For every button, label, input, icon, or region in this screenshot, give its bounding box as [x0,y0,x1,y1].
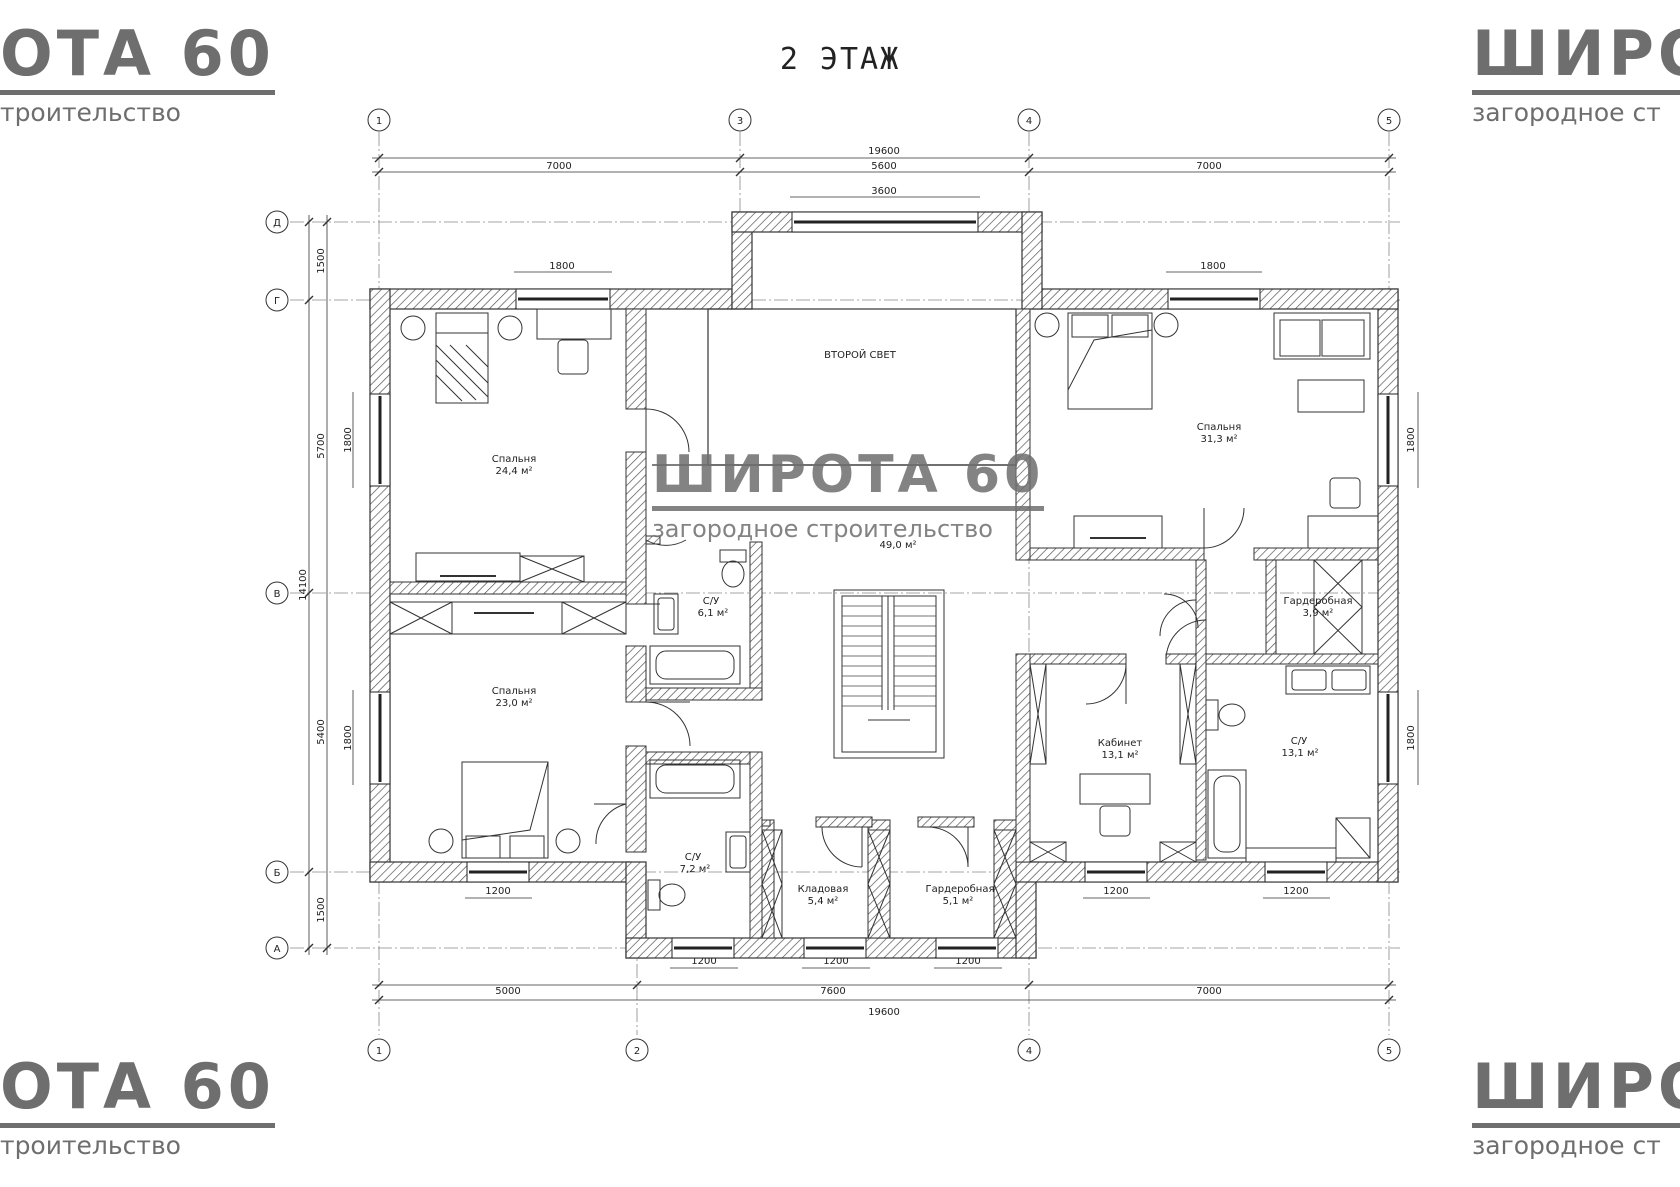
dim-label: 1200 [1283,886,1308,897]
watermark-brand: ШИРО [1472,1055,1680,1128]
void-outline [652,308,1017,466]
windows [369,211,1399,959]
axis-markers-bottom [367,1038,1401,1062]
dim-label: 1200 [691,956,716,967]
room-name: ВТОРОЙ СВЕТ [824,348,897,361]
watermark-center: ШИРОТА 60 загородное строительство [652,448,1045,547]
dim-label: 1800 [343,427,354,452]
doors [594,408,1245,868]
room-name: Гардеробная [926,884,995,895]
dim-label: 19600 [868,1007,900,1018]
room-area: 5,4 м² [808,896,839,907]
watermark-top-right: ШИРО загородное ст [1472,22,1680,131]
dim-label: 1500 [316,897,327,922]
room-area: 7,2 м² [680,864,711,875]
room-area: 24,4 м² [496,466,533,477]
axis-label-bottom: 5 [1386,1046,1392,1057]
room-area: 13,1 м² [1282,748,1319,759]
axis-label-top: 5 [1386,116,1392,127]
room-name: Спальня [492,686,537,697]
dim-label: 1200 [485,886,510,897]
watermark-bottom-right: ШИРО загородное ст [1472,1055,1680,1164]
dim-label: 1200 [1103,886,1128,897]
room-name: С/У [685,852,701,863]
watermark-brand: ШИРО [1472,22,1680,95]
dim-label: 1800 [1406,725,1417,750]
dim-label: 7000 [1196,161,1221,172]
axis-label-bottom: 1 [376,1046,382,1057]
room-name: Спальня [492,454,537,465]
watermark-brand: ОТА 60 [0,1055,275,1128]
dim-label: 1200 [823,956,848,967]
axis-markers-top [367,108,1401,132]
room-name: Спальня [1197,422,1242,433]
dim-label: 1200 [955,956,980,967]
room-area: 13,1 м² [1102,750,1139,761]
room-name: С/У [1291,736,1307,747]
dim-label: 1800 [549,261,574,272]
dim-label: 1800 [1200,261,1225,272]
room-area: 3,9 м² [1303,608,1334,619]
watermark-tagline: загородное ст [1472,1131,1661,1160]
furniture [389,308,1379,939]
interior-walls [389,308,1379,939]
watermark-top-left: ОТА 60 троительство [0,22,275,131]
axis-label-left: Б [274,868,281,879]
room-area: 5,1 м² [943,896,974,907]
axis-label-top: 3 [737,116,743,127]
room-area: 23,0 м² [496,698,533,709]
axis-label-bottom: 2 [634,1046,640,1057]
room-name: С/У [703,596,719,607]
watermark-tagline: загородное строительство [652,515,993,543]
axis-label-top: 1 [376,116,382,127]
dim-label: 14100 [298,569,309,601]
room-name: Гардеробная [1284,596,1353,607]
axis-markers-left [265,210,289,960]
dim-label: 1500 [316,248,327,273]
axis-label-left: А [274,944,281,955]
dim-label: 3600 [871,186,896,197]
dim-label: 1800 [343,725,354,750]
room-name: Кабинет [1098,738,1143,749]
watermark-bottom-left: ОТА 60 троительство [0,1055,275,1164]
dim-label: 1800 [1406,427,1417,452]
watermark-tagline: троительство [0,98,181,127]
dim-label: 7000 [1196,986,1221,997]
staircase [833,589,945,759]
watermark-brand: ШИРОТА 60 [652,448,1045,511]
room-name: Кладовая [798,884,849,895]
room-area: 6,1 м² [698,608,729,619]
dim-label: 5400 [316,719,327,744]
dimension-lines [308,157,1419,1001]
dim-label: 19600 [868,146,900,157]
dim-label: 5700 [316,433,327,458]
watermark-tagline: загородное ст [1472,98,1661,127]
axis-label-left: Д [273,218,281,229]
axis-label-left: Г [274,296,280,307]
dim-label: 7600 [820,986,845,997]
axis-label-top: 4 [1026,116,1032,127]
room-area: 49,0 м² [880,540,917,551]
dim-label: 7000 [546,161,571,172]
dim-label: 5600 [871,161,896,172]
axis-label-left: В [274,589,281,600]
watermark-tagline: троительство [0,1131,181,1160]
watermark-brand: ОТА 60 [0,22,275,95]
drawing-title: 2 ЭТАЖ [779,42,901,77]
room-area: 31,3 м² [1201,434,1238,445]
dim-label: 5000 [495,986,520,997]
axis-label-bottom: 4 [1026,1046,1032,1057]
dimension-ticks [304,153,1394,1005]
